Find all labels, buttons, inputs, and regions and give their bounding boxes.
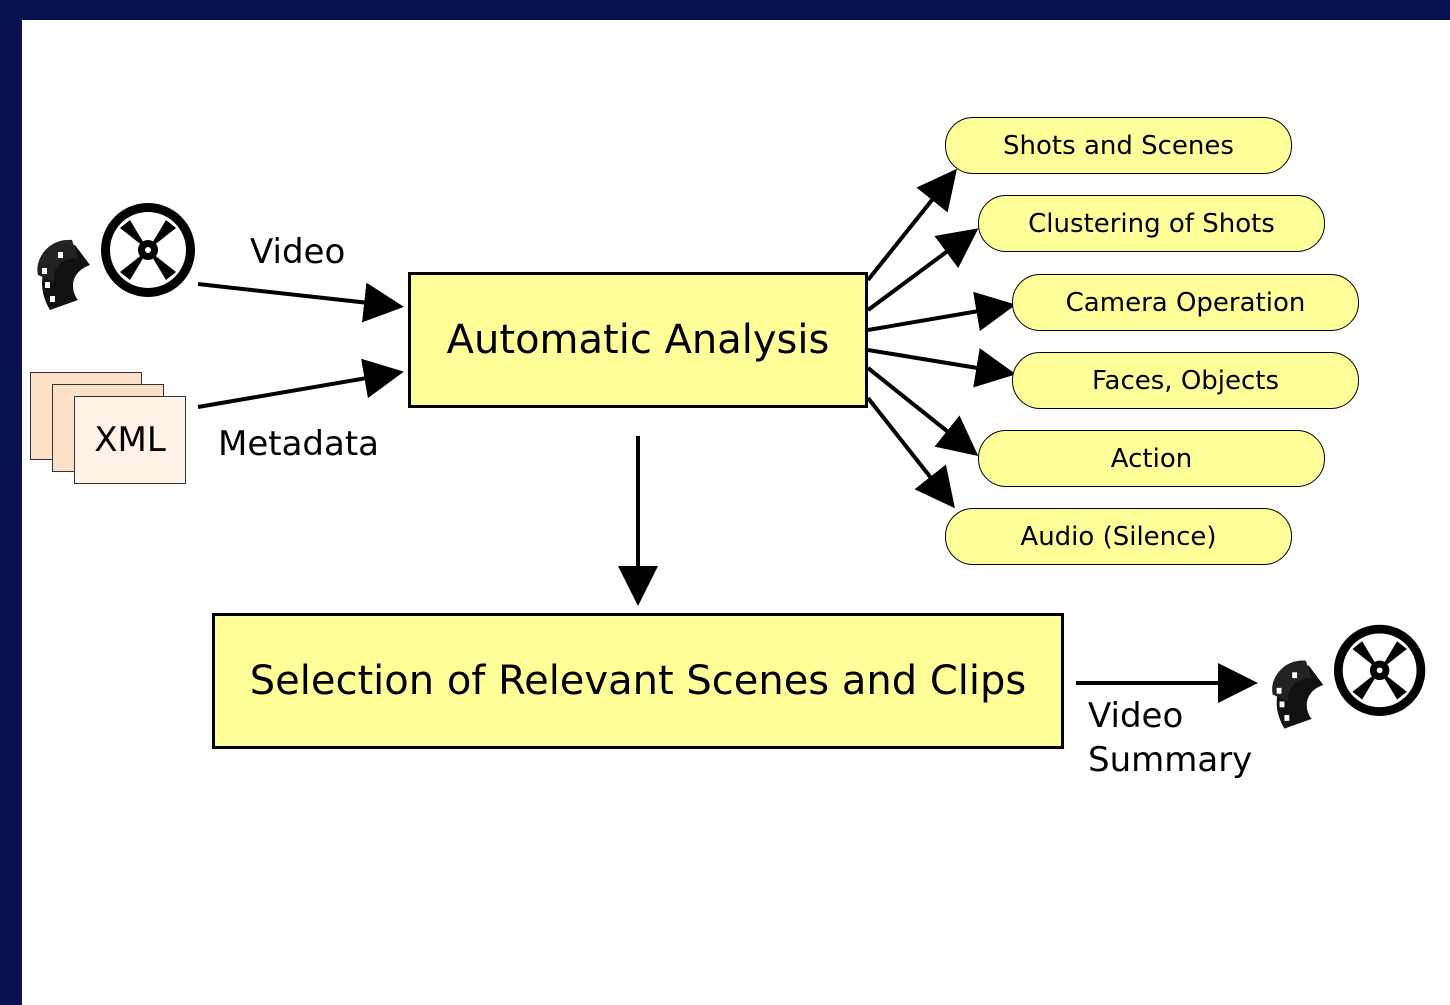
arrow-to-shots-and-scenes: [866, 168, 957, 282]
arrow-to-camera-operation: [867, 291, 1016, 332]
xml-label: XML: [94, 420, 166, 460]
video-input-label: Video: [250, 232, 346, 272]
feature-audio-silence: Audio (Silence): [945, 508, 1292, 565]
output-video-label: Video: [1088, 696, 1184, 736]
selection-box: Selection of Relevant Scenes and Clips: [212, 613, 1064, 749]
feature-shots-and-scenes: Shots and Scenes: [945, 117, 1292, 174]
feature-label: Audio (Silence): [1020, 521, 1217, 552]
arrow-to-audio-silence: [866, 396, 955, 509]
video-input-arrow: [197, 282, 404, 323]
xml-documents-icon: XML: [30, 372, 190, 484]
automatic-analysis-box: Automatic Analysis: [408, 272, 868, 408]
arrow-to-faces-objects: [867, 348, 1016, 388]
feature-label: Faces, Objects: [1091, 365, 1280, 396]
feature-action: Action: [978, 430, 1325, 487]
arrow-to-action: [866, 366, 979, 456]
automatic-analysis-label: Automatic Analysis: [446, 317, 830, 363]
metadata-input-arrow: [197, 358, 404, 409]
feature-label: Camera Operation: [1065, 287, 1306, 318]
xml-page-front: XML: [74, 396, 186, 484]
feature-label: Action: [1110, 443, 1193, 474]
output-summary-label: Summary: [1088, 740, 1253, 780]
feature-label: Shots and Scenes: [1003, 130, 1234, 161]
film-reel-icon: [1272, 624, 1426, 729]
feature-camera-operation: Camera Operation: [1012, 274, 1359, 331]
feature-label: Clustering of Shots: [1028, 208, 1275, 239]
metadata-input-label: Metadata: [218, 424, 380, 464]
arrow-to-clustering-of-shots: [866, 228, 979, 312]
selection-label: Selection of Relevant Scenes and Clips: [249, 658, 1027, 704]
feature-clustering-of-shots: Clustering of Shots: [978, 195, 1325, 252]
film-reel-icon: [37, 203, 195, 310]
feature-faces-objects: Faces, Objects: [1012, 352, 1359, 409]
